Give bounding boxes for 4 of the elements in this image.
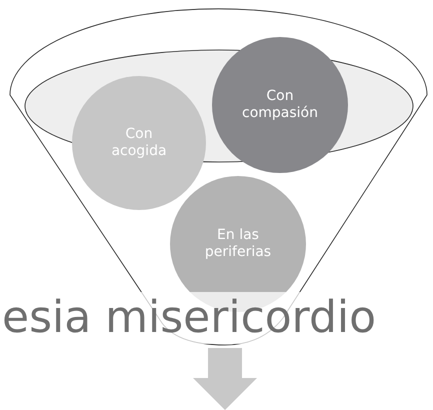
circle-label: Con compasión	[241, 88, 319, 122]
circle-label: Con acogida	[110, 126, 168, 160]
circle-label: En las periferias	[204, 227, 272, 261]
banner-text: esia misericordio	[2, 292, 376, 344]
